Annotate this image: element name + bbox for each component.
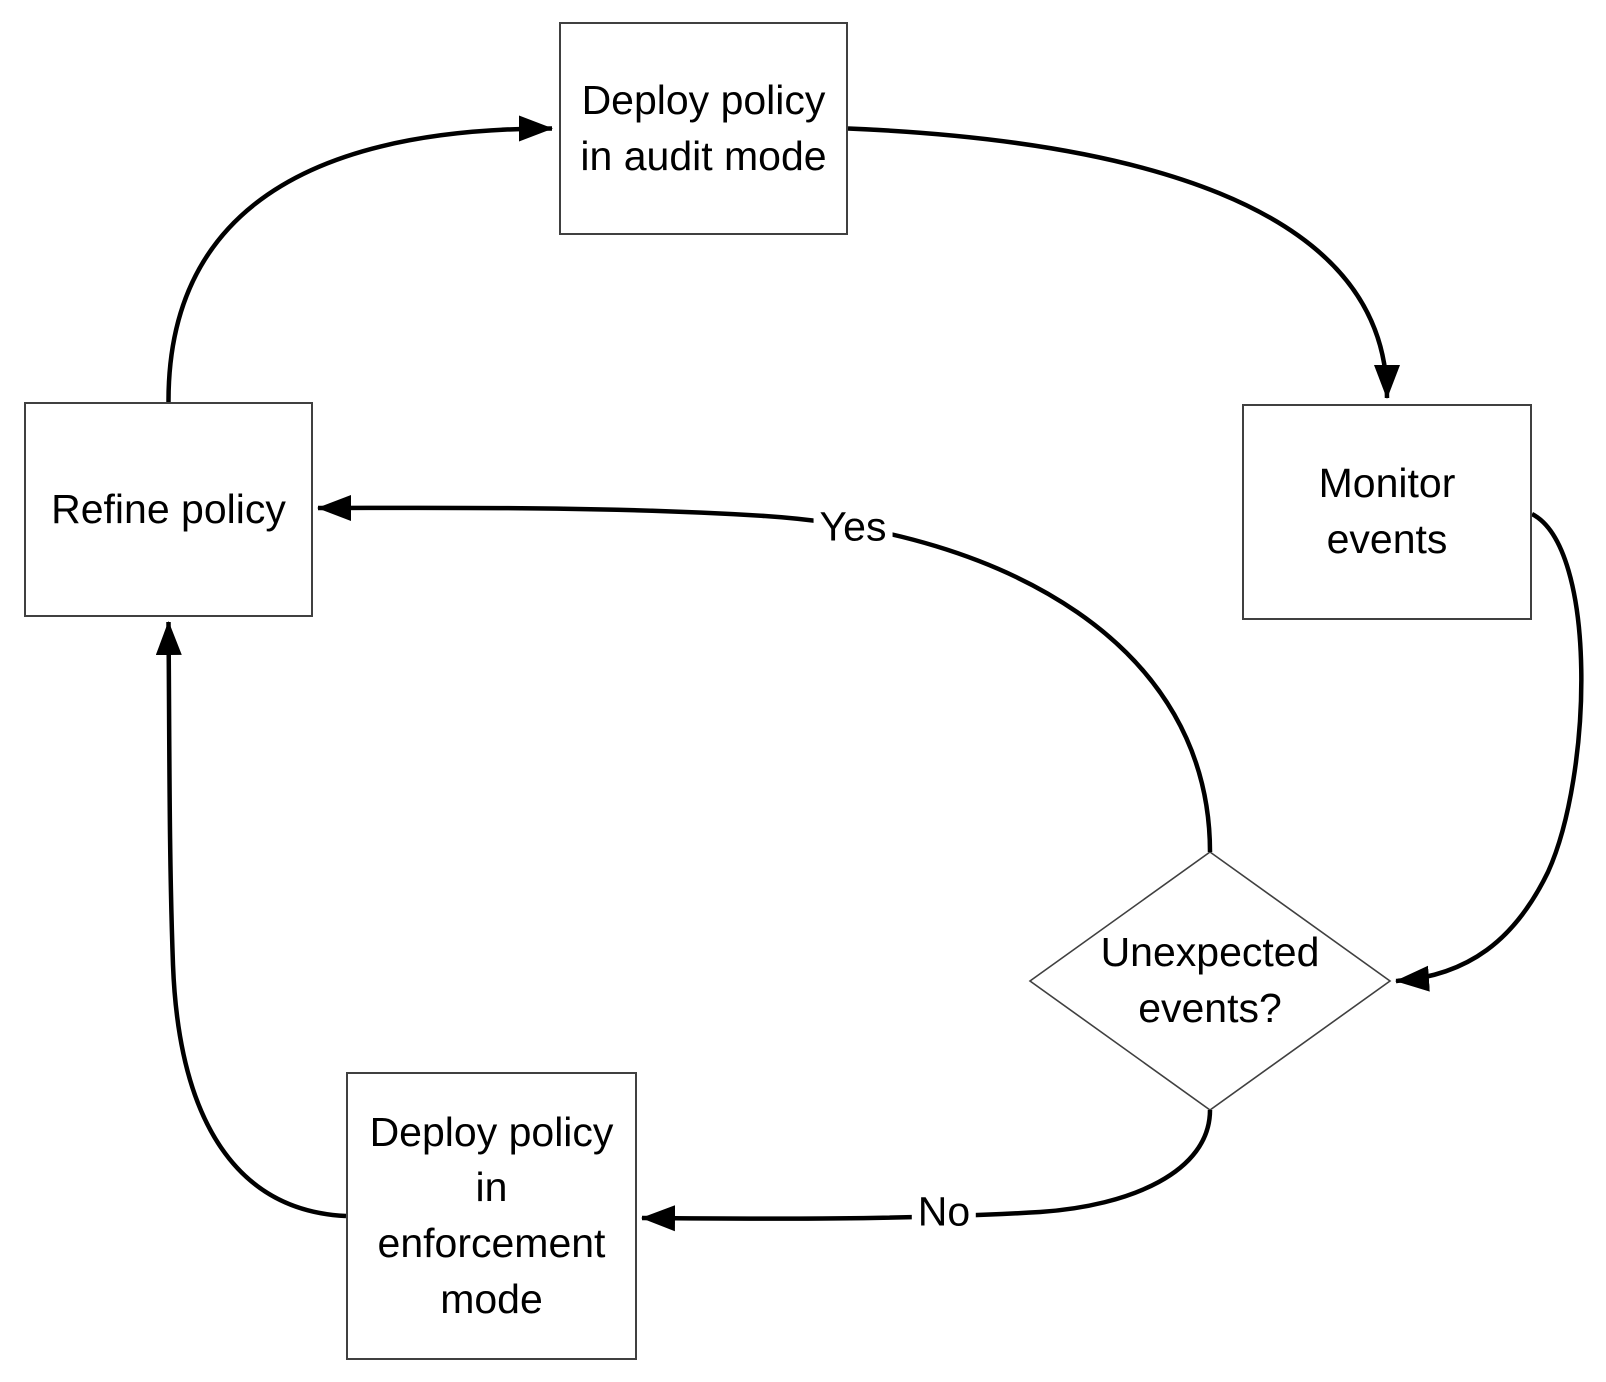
node-deploy-enforcement: Deploy policy in enforcement mode bbox=[346, 1072, 637, 1360]
edge-enforce-to-refine bbox=[155, 621, 347, 1219]
edge-refine-to-audit bbox=[166, 115, 553, 403]
edge-audit-to-monitor bbox=[847, 126, 1400, 399]
node-monitor-events-label: Monitor events bbox=[1318, 460, 1456, 562]
node-unexpected-events-label: Unexpected events? bbox=[1100, 929, 1320, 1031]
edge-decision-to-refine-yes bbox=[317, 494, 1213, 853]
node-deploy-enforcement-label: Deploy policy in enforcement mode bbox=[369, 1108, 614, 1322]
node-refine-policy: Refine policy bbox=[24, 402, 313, 617]
edge-label-no: No bbox=[911, 1189, 977, 1235]
node-deploy-audit: Deploy policy in audit mode bbox=[559, 22, 848, 235]
node-deploy-audit-label: Deploy policy in audit mode bbox=[580, 76, 827, 179]
node-refine-policy-label: Refine policy bbox=[51, 485, 286, 532]
edge-decision-to-enforce-no bbox=[641, 1109, 1213, 1232]
node-unexpected-events: Unexpected events? bbox=[1060, 900, 1360, 1062]
edge-monitor-to-decision bbox=[1395, 512, 1584, 992]
edge-label-yes: Yes bbox=[813, 504, 893, 550]
node-monitor-events: Monitor events bbox=[1242, 404, 1532, 620]
